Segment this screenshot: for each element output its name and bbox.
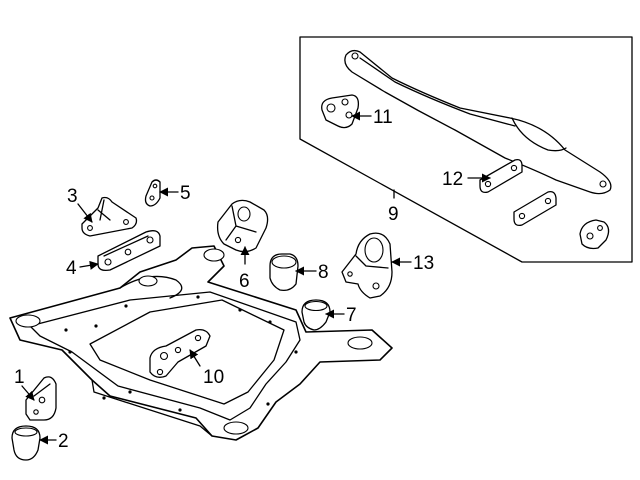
transmission-mount-13-part bbox=[341, 232, 393, 299]
callout-5: 5 bbox=[180, 183, 191, 204]
inset-box bbox=[299, 36, 633, 263]
callout-8: 8 bbox=[318, 262, 329, 283]
small-mount-part bbox=[579, 219, 610, 250]
bracket-12-part bbox=[479, 158, 523, 194]
crossmember-brace-part bbox=[344, 49, 612, 195]
callout-1: 1 bbox=[14, 367, 25, 388]
bracket-5-part bbox=[144, 179, 161, 207]
callout-4: 4 bbox=[66, 258, 77, 279]
bushing-8-part bbox=[269, 253, 299, 292]
callout-9: 9 bbox=[388, 204, 399, 225]
bushing-7-part bbox=[301, 299, 331, 331]
callout-labels: 11 12 9 3 5 4 6 8 7 13 10 1 2 bbox=[14, 107, 463, 452]
callout-7: 7 bbox=[346, 305, 357, 326]
bracket-3-part bbox=[81, 196, 138, 237]
torque-rod-10-part bbox=[149, 328, 211, 378]
callout-12: 12 bbox=[442, 169, 463, 190]
bracket-part bbox=[513, 190, 557, 227]
callout-3: 3 bbox=[67, 186, 78, 207]
callout-11: 11 bbox=[373, 107, 393, 128]
mount-plate-4-part bbox=[97, 230, 161, 272]
callout-2: 2 bbox=[58, 431, 69, 452]
bracket-1-part bbox=[25, 376, 57, 421]
callout-13: 13 bbox=[413, 253, 434, 274]
callout-6: 6 bbox=[239, 271, 250, 292]
bushing-2-part bbox=[11, 425, 41, 461]
callout-10: 10 bbox=[203, 367, 224, 388]
mount-bracket-11-part bbox=[321, 94, 360, 129]
engine-mount-6-part bbox=[216, 199, 269, 253]
leader-lines bbox=[21, 111, 491, 445]
